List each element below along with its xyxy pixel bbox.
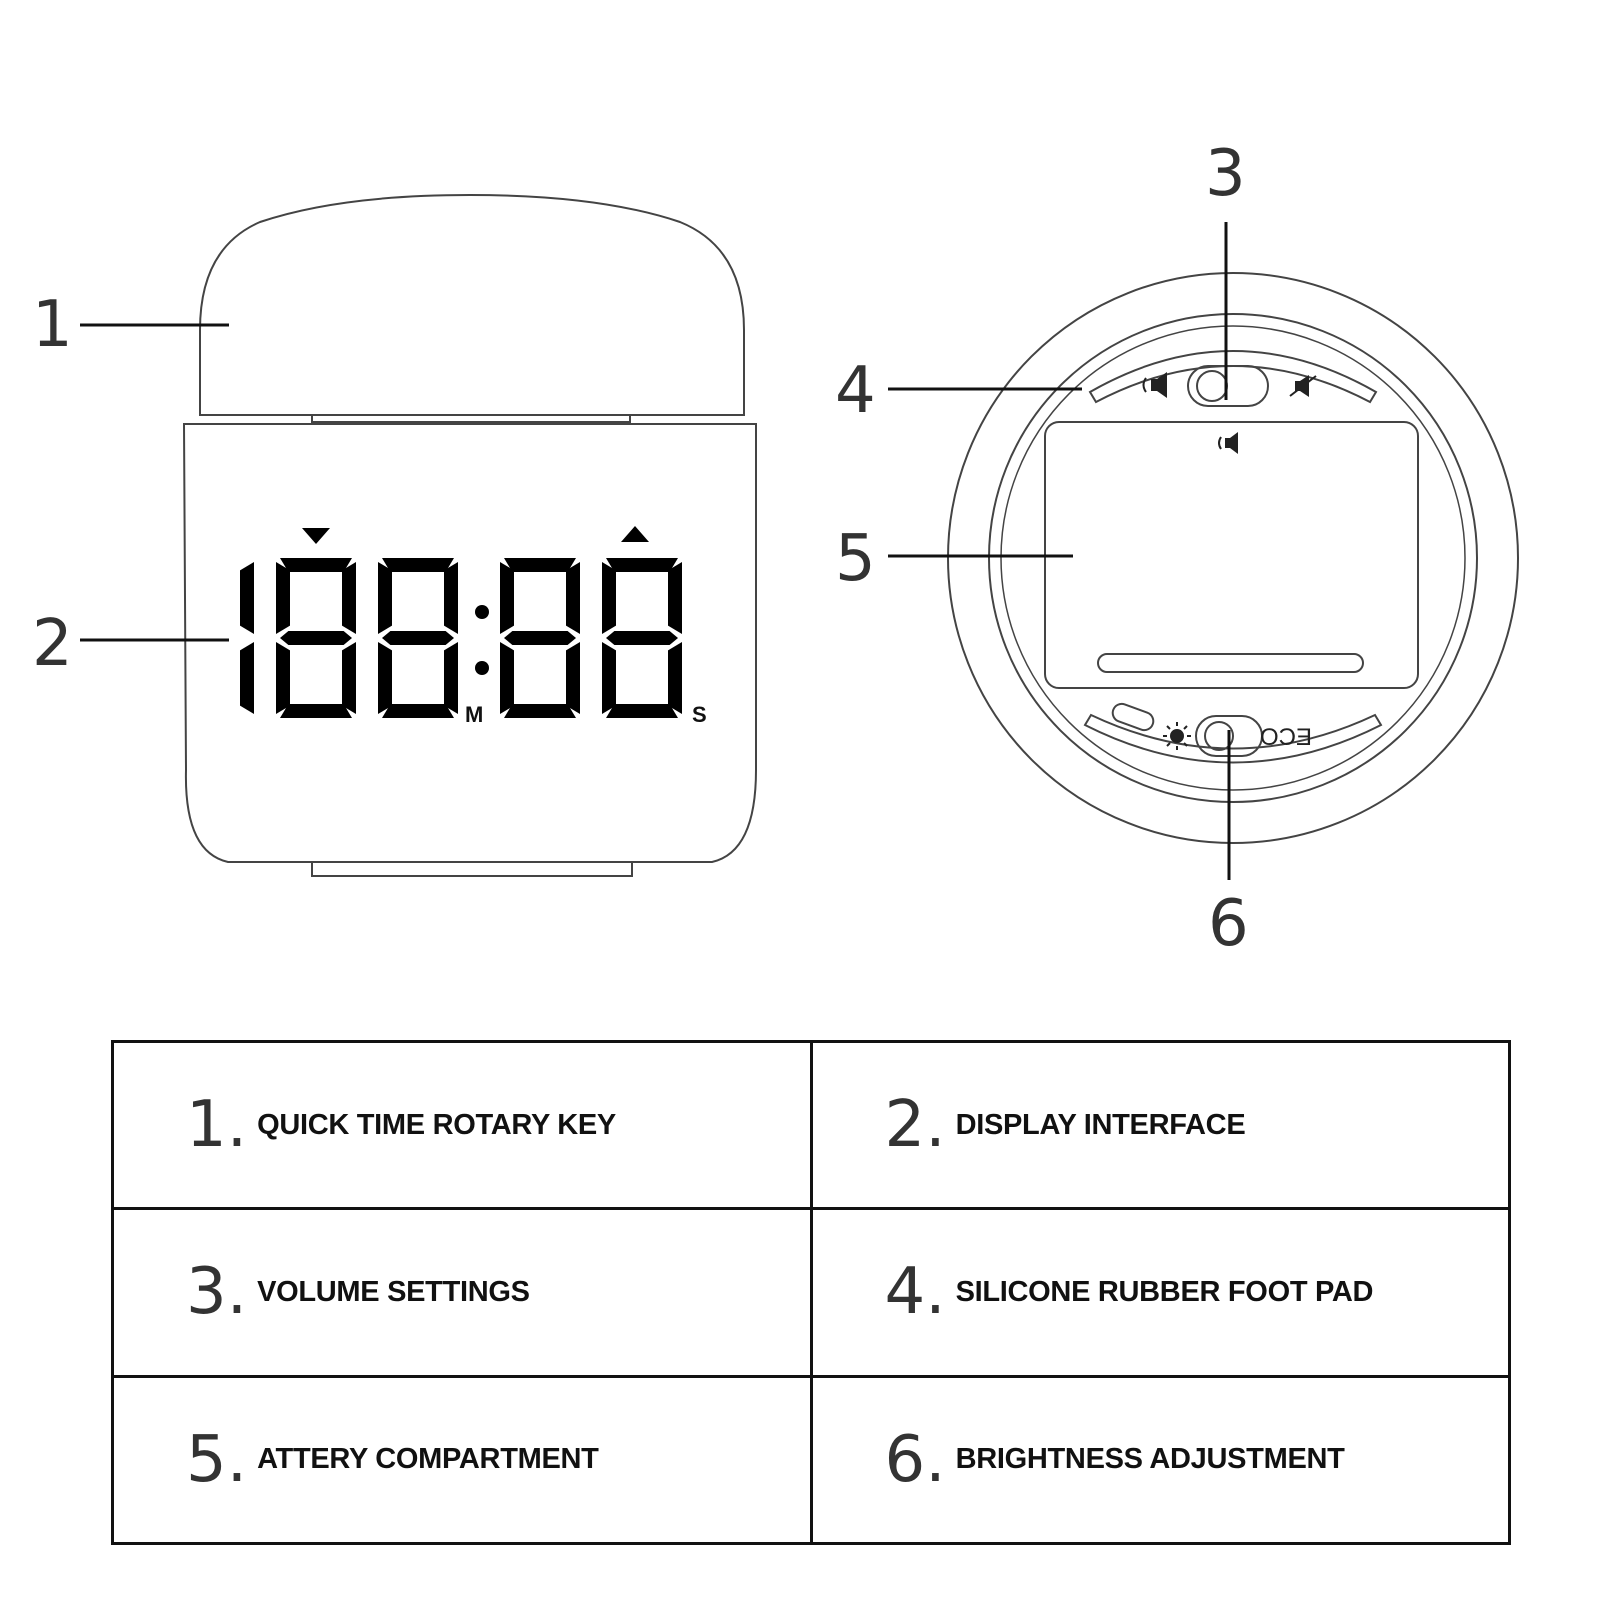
speaker-mute-icon — [1289, 375, 1317, 397]
lcd-segment — [276, 642, 290, 714]
legend-number: 2. — [884, 1088, 946, 1163]
legend-table: 1. QUICK TIME ROTARY KEY 2. DISPLAY INTE… — [111, 1039, 1511, 1546]
timer-body — [182, 423, 757, 863]
foot-pad-bottom — [1083, 713, 1383, 764]
callout-5: 5 — [835, 522, 876, 596]
speaker-low-icon — [1218, 432, 1238, 454]
colon-dot — [475, 605, 489, 619]
lcd-segment — [240, 562, 254, 634]
speaker-loud-icon — [1142, 372, 1167, 398]
lcd-segment — [280, 631, 352, 645]
volume-switch[interactable] — [1187, 365, 1269, 407]
lcd-segment — [276, 562, 290, 634]
lcd-segment — [504, 704, 576, 718]
callout-6: 6 — [1208, 887, 1249, 961]
lcd-segment — [378, 642, 392, 714]
legend-label: ATTERY COMPARTMENT — [257, 1443, 599, 1476]
lcd-segment — [602, 562, 616, 634]
legend-row: 1. QUICK TIME ROTARY KEY 2. DISPLAY INTE… — [111, 1039, 1511, 1211]
lcd-segment — [668, 642, 682, 714]
callout-3: 3 — [1205, 137, 1246, 211]
sun-icon — [1163, 722, 1191, 750]
down-arrow-indicator-icon — [302, 528, 330, 544]
eco-label: ECO — [1260, 724, 1312, 751]
lcd-segment — [566, 562, 580, 634]
legend-row: 3. VOLUME SETTINGS 4. SILICONE RUBBER FO… — [111, 1207, 1511, 1378]
callout-2: 2 — [32, 607, 73, 681]
lcd-segment — [504, 631, 576, 645]
lcd-segment — [444, 642, 458, 714]
lcd-segment — [240, 642, 254, 714]
legend-cell: 5. ATTERY COMPARTMENT — [111, 1374, 813, 1546]
legend-number: 6. — [884, 1422, 946, 1497]
lcd-segment — [378, 562, 392, 634]
seconds-marker: S — [692, 702, 707, 727]
legend-cell: 4. SILICONE RUBBER FOOT PAD — [809, 1207, 1511, 1378]
lcd-segment — [280, 704, 352, 718]
lcd-segment — [444, 562, 458, 634]
lcd-segment — [382, 558, 454, 572]
legend-label: QUICK TIME ROTARY KEY — [257, 1108, 616, 1141]
legend-row: 5. ATTERY COMPARTMENT 6. BRIGHTNESS ADJU… — [111, 1374, 1511, 1546]
legend-number: 1. — [186, 1088, 248, 1163]
foot-pad-top — [1088, 350, 1378, 404]
lcd-segment — [280, 558, 352, 572]
timer-diagram: M S — [32, 137, 1519, 961]
minutes-marker: M — [465, 702, 483, 727]
up-arrow-indicator-icon — [621, 526, 649, 542]
battery-compartment — [1044, 421, 1419, 689]
legend-cell: 1. QUICK TIME ROTARY KEY — [111, 1039, 813, 1211]
legend-cell: 6. BRIGHTNESS ADJUSTMENT — [809, 1374, 1511, 1546]
lcd-segment — [606, 558, 678, 572]
lcd-segment — [500, 642, 514, 714]
legend-cell: 3. VOLUME SETTINGS — [111, 1207, 813, 1378]
legend-number: 4. — [884, 1255, 946, 1330]
rotary-knob — [199, 193, 745, 416]
timer-front-view — [182, 193, 757, 877]
legend-label: VOLUME SETTINGS — [257, 1275, 530, 1308]
lcd-segment — [606, 704, 678, 718]
colon-dot — [475, 661, 489, 675]
legend-label: BRIGHTNESS ADJUSTMENT — [955, 1443, 1345, 1476]
legend-label: DISPLAY INTERFACE — [955, 1108, 1246, 1141]
lcd-segment — [606, 631, 678, 645]
lcd-segment — [504, 558, 576, 572]
battery-slot — [1097, 653, 1364, 673]
lcd-segment — [342, 562, 356, 634]
lcd-segment — [382, 631, 454, 645]
callout-4: 4 — [835, 354, 876, 428]
timer-back-view — [947, 272, 1519, 844]
lcd-segment — [342, 642, 356, 714]
lcd-segment — [602, 642, 616, 714]
callout-1: 1 — [32, 288, 73, 362]
legend-cell: 2. DISPLAY INTERFACE — [809, 1039, 1511, 1211]
lcd-display — [240, 558, 682, 718]
lcd-segment — [500, 562, 514, 634]
legend-label: SILICONE RUBBER FOOT PAD — [955, 1275, 1374, 1308]
lcd-segment — [382, 704, 454, 718]
legend-number: 3. — [186, 1255, 248, 1330]
legend-number: 5. — [186, 1422, 248, 1497]
lcd-segment — [566, 642, 580, 714]
lcd-segment — [668, 562, 682, 634]
